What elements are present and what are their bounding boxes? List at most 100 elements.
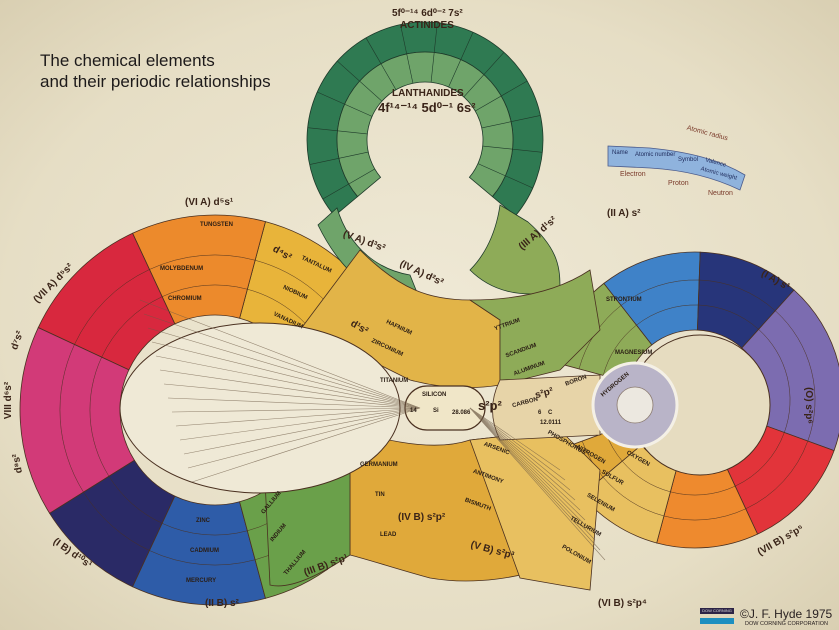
ring-line-iib: [161, 522, 248, 536]
relationship-line: [159, 369, 421, 409]
title-line-1: The chemical elements: [40, 51, 215, 70]
relationship-line: [167, 397, 421, 409]
legend-electron: Electron: [620, 171, 646, 178]
hydrogen-nucleus: [616, 386, 654, 424]
carbon-wedge: [492, 374, 601, 441]
relationship-line: [469, 407, 571, 491]
ring-line-iib: [149, 550, 256, 566]
element-molybdenum: MOLYBDENUM: [160, 266, 204, 272]
group-label-via: (VI A) d⁵s¹: [185, 197, 234, 208]
element-cell-divider: [400, 24, 414, 84]
element-cell-divider: [322, 168, 375, 200]
group-label-ivb: (IV B) s²p²: [398, 512, 446, 523]
relationship-line: [139, 299, 421, 409]
group-label-iib: (II B) s²: [205, 598, 239, 609]
poster-title: The chemical elements and their periodic…: [40, 50, 271, 92]
dow-corning-logo: DOW CORNING: [700, 608, 734, 614]
element-silicon-number: 14: [410, 408, 417, 414]
actinides-config: 5f⁰⁻¹⁴ 6d⁰⁻² 7s²: [392, 8, 463, 19]
ring-line-viii: [89, 356, 110, 477]
ring-line-viia: [101, 296, 163, 358]
element-silicon: SILICON: [422, 392, 447, 398]
element-mercury: MERCURY: [186, 578, 217, 584]
lanthanides-ring: [336, 51, 514, 198]
silicon-config: s²p²: [478, 398, 502, 413]
element-titanium: TITANIUM: [380, 378, 409, 384]
sector-ib: [49, 459, 176, 588]
element-silicon-symbol: Si: [433, 408, 439, 414]
relationship-line: [151, 341, 421, 409]
relationship-line: [469, 407, 561, 471]
relationship-line: [469, 407, 576, 501]
relationship-line: [171, 407, 421, 413]
dow-corning-logo-bar: [700, 618, 734, 624]
ring-line-via: [149, 254, 256, 270]
element-cadmium: CADMIUM: [190, 548, 219, 554]
element-cell-divider: [477, 163, 533, 189]
left-loop-hole: [119, 322, 401, 494]
legend-atomic-number: Atomic number: [635, 152, 676, 158]
relationship-line: [147, 327, 421, 409]
iiia-right-tail: [469, 204, 561, 295]
relationship-line: [143, 313, 421, 409]
corporation-credit: DOW CORNING CORPORATION: [745, 621, 829, 627]
relationship-line: [469, 407, 581, 511]
lanthanides-config: 4f¹⁴⁻¹⁴ 5d⁰⁻¹ 6s²: [378, 100, 476, 115]
relationship-line: [469, 407, 606, 561]
element-cell-divider: [309, 151, 369, 165]
title-line-2: and their periodic relationships: [40, 72, 271, 91]
relationship-line: [191, 407, 421, 483]
relationship-line: [469, 407, 596, 541]
relationship-line: [155, 355, 421, 409]
element-chromium: CHROMIUM: [168, 296, 202, 302]
legend-neutron: Neutron: [708, 190, 733, 197]
relationship-line: [179, 407, 421, 441]
element-cell-divider: [317, 91, 373, 117]
element-cell-divider: [482, 145, 543, 153]
ring-line-ib: [108, 475, 163, 524]
lanthanides-label: LANTHANIDES: [392, 88, 464, 99]
element-cell-divider: [365, 37, 397, 90]
ring-line-via: [161, 284, 248, 298]
element-cell-divider: [430, 22, 438, 83]
ring-line-viii: [59, 344, 84, 493]
element-cell-divider: [448, 32, 474, 88]
relationship-line: [469, 407, 586, 521]
element-carbon-weight: 12.0111: [540, 420, 562, 426]
sector-via: [132, 214, 266, 325]
relationship-line: [469, 407, 566, 481]
relationship-line: [469, 407, 601, 551]
sector-viii: [19, 327, 135, 514]
element-cell-divider: [475, 80, 528, 112]
ring-line-ib: [83, 491, 150, 551]
author-credit: ©J. F. Hyde 1975: [740, 607, 833, 621]
sector-viia: [37, 232, 176, 371]
element-cell-divider: [307, 127, 368, 135]
element-cell-divider: [337, 60, 383, 102]
relationship-line: [183, 407, 421, 455]
element-carbon-symbol: C: [548, 410, 553, 416]
element-strontium: STRONTIUM: [606, 297, 642, 303]
band-iiia: [468, 269, 601, 386]
element-carbon-number: 6: [538, 410, 542, 416]
element-zinc: ZINC: [196, 518, 210, 524]
element-tin: TIN: [375, 492, 385, 498]
group-label-vib: (VI B) s²p⁴: [598, 598, 647, 609]
legend-key-band: [607, 145, 746, 191]
relationship-line: [187, 407, 421, 469]
element-silicon-weight: 28.086: [452, 410, 471, 416]
group-label-iia: (II A) s²: [607, 208, 641, 219]
legend-name: Name: [612, 150, 629, 156]
group-label-o: (O) s²p⁶: [802, 387, 814, 424]
sector-iib: [132, 495, 266, 606]
element-lead: LEAD: [380, 532, 397, 538]
element-germanium: GERMANIUM: [360, 462, 398, 468]
relationship-line: [469, 407, 591, 531]
group-label-viii: VIII d⁶s²: [3, 381, 15, 420]
element-tungsten: TUNGSTEN: [200, 222, 233, 228]
legend-proton: Proton: [668, 180, 689, 187]
element-cell-divider: [481, 115, 541, 129]
element-magnesium: MAGNESIUM: [615, 350, 653, 356]
legend-symbol: Symbol: [678, 157, 699, 163]
